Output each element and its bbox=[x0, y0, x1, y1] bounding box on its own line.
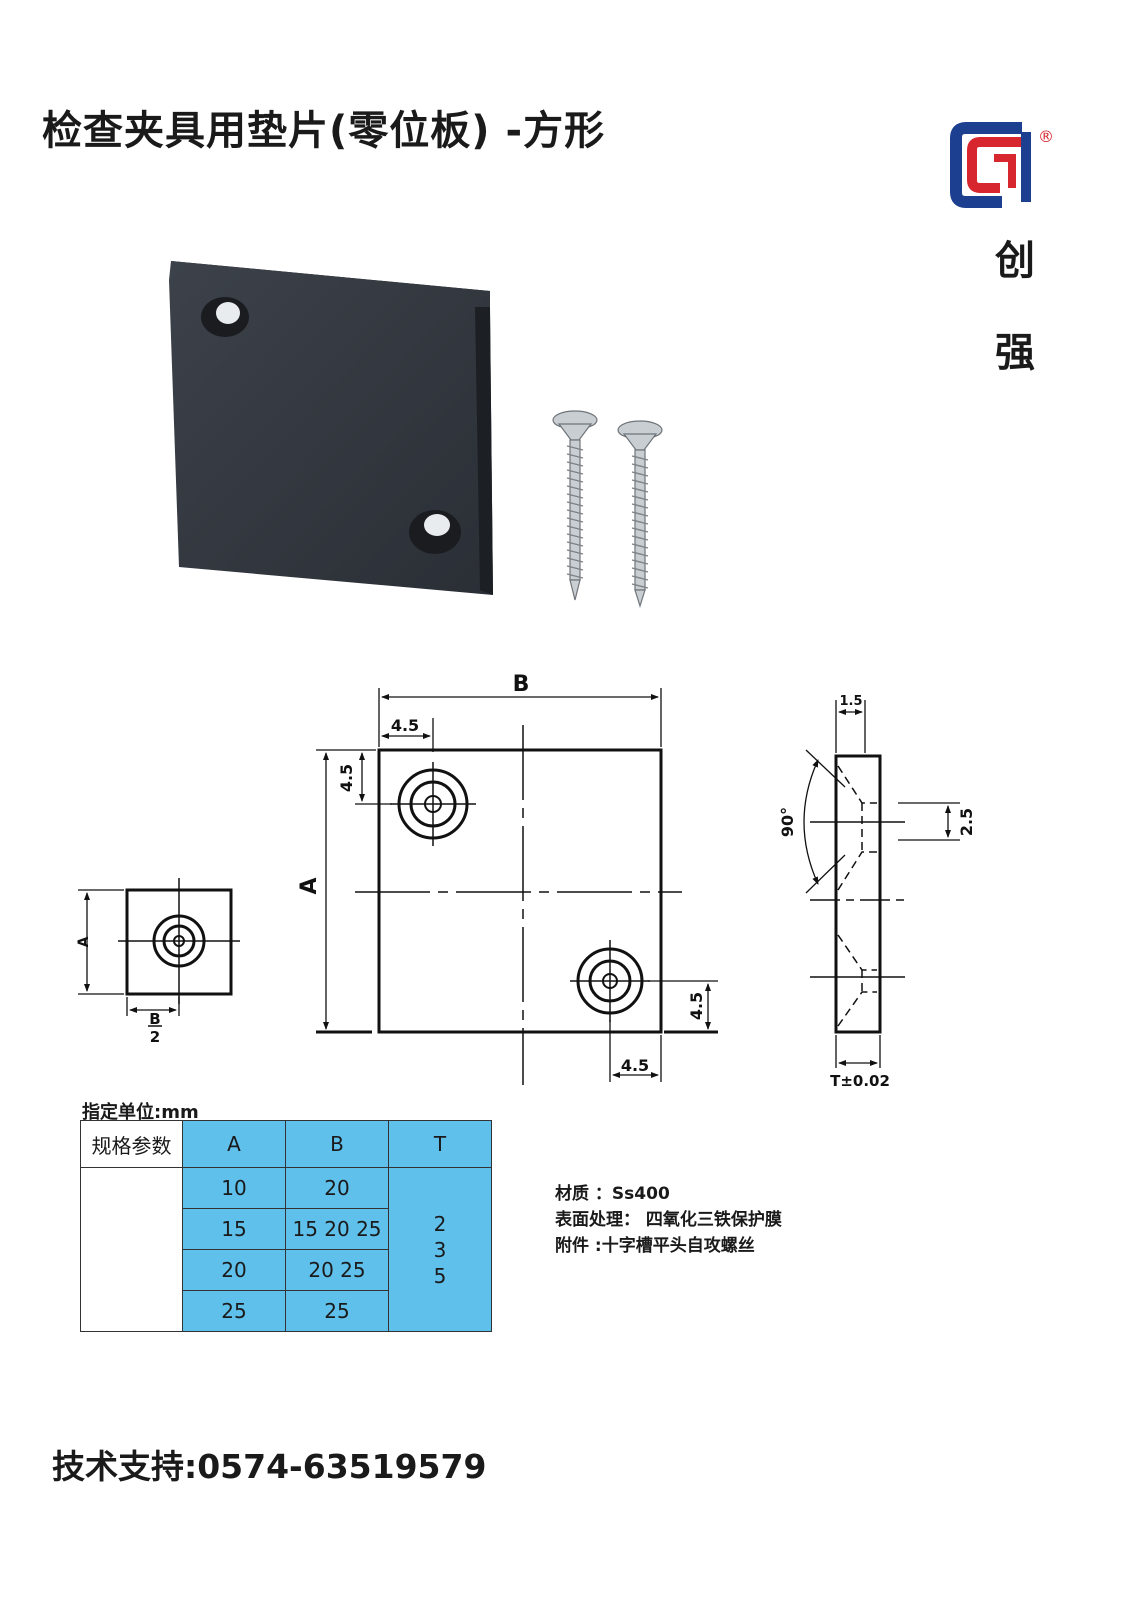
table-cell-b: 20 25 bbox=[285, 1249, 389, 1291]
main-plate-view bbox=[316, 688, 718, 1085]
brand-name-char-1: 创 bbox=[995, 238, 1035, 284]
main-dim-offset-right: 4.5 bbox=[687, 992, 706, 1020]
table-header-cell: A bbox=[182, 1120, 286, 1168]
table-row: 15 15 20 25 bbox=[81, 1208, 492, 1250]
side-dim-counterbore: 2.5 bbox=[957, 808, 976, 836]
table-row: 25 25 bbox=[81, 1290, 492, 1332]
registered-mark: ® bbox=[1038, 127, 1054, 146]
small-dim-a: A bbox=[76, 936, 92, 947]
table-row: 20 20 25 bbox=[81, 1249, 492, 1291]
shim-plate-photo bbox=[169, 261, 493, 595]
accessory-line: 附件 :十字槽平头自攻螺丝 bbox=[555, 1236, 755, 1256]
table-cell-a: 10 bbox=[182, 1167, 286, 1209]
brand-name-char-2: 强 bbox=[995, 330, 1035, 376]
main-dim-offset-left: 4.5 bbox=[337, 764, 356, 792]
side-dim-angle: 90° bbox=[778, 807, 797, 837]
table-cell-t: 2 3 5 bbox=[388, 1167, 492, 1332]
page-title: 检查夹具用垫片(零位板) -方形 bbox=[42, 108, 606, 154]
small-dim-half: 2 bbox=[150, 1028, 160, 1046]
brand-logo-icon: ® bbox=[950, 122, 1054, 208]
table-cell-a: 20 bbox=[182, 1249, 286, 1291]
table-header-row: 规格参数 A B T bbox=[80, 1120, 492, 1168]
t-value: 5 bbox=[433, 1263, 447, 1288]
main-dim-b: B bbox=[513, 672, 530, 697]
table-row: 10 20 2 3 5 bbox=[80, 1167, 492, 1332]
table-cell-a: 25 bbox=[182, 1290, 286, 1332]
material-info: 材质 ：Ss400 表面处理： 四氧化三铁保护膜 附件 :十字槽平头自攻螺丝 bbox=[555, 1181, 782, 1259]
small-plate-view bbox=[78, 878, 240, 1027]
technical-drawing: A B 2 B 4.5 A 4.5 4.5 4.5 1.5 90° 2.5 T±… bbox=[76, 672, 976, 1090]
screws-photo bbox=[552, 410, 663, 609]
table-header-cell: B bbox=[285, 1120, 389, 1168]
t-value: 2 bbox=[433, 1211, 447, 1236]
table-empty-cell bbox=[80, 1167, 183, 1332]
main-dim-a: A bbox=[297, 877, 322, 894]
table-header-cell: 规格参数 bbox=[80, 1120, 183, 1168]
material-line: 材质 ：Ss400 bbox=[555, 1184, 670, 1204]
small-dim-b: B bbox=[149, 1010, 160, 1028]
tech-support-phone: 技术支持:0574-63519579 bbox=[52, 1447, 487, 1486]
t-value: 3 bbox=[433, 1237, 447, 1262]
table-cell-a: 15 bbox=[182, 1208, 286, 1250]
side-dim-thickness: 1.5 bbox=[839, 694, 862, 709]
table-cell-b: 20 bbox=[285, 1167, 389, 1209]
table-cell-b: 15 20 25 bbox=[285, 1208, 389, 1250]
unit-note: 指定单位:mm bbox=[82, 1102, 199, 1123]
surface-treatment-line: 表面处理： 四氧化三铁保护膜 bbox=[555, 1210, 782, 1230]
main-dim-offset-top: 4.5 bbox=[391, 716, 419, 735]
side-view bbox=[803, 700, 960, 1068]
main-dim-offset-bottom: 4.5 bbox=[621, 1056, 649, 1075]
table-header-cell: T bbox=[388, 1120, 492, 1168]
spec-table: 规格参数 A B T 10 20 2 3 5 15 15 20 25 20 20… bbox=[80, 1120, 492, 1332]
side-dim-t: T±0.02 bbox=[830, 1072, 890, 1090]
table-cell-b: 25 bbox=[285, 1290, 389, 1332]
